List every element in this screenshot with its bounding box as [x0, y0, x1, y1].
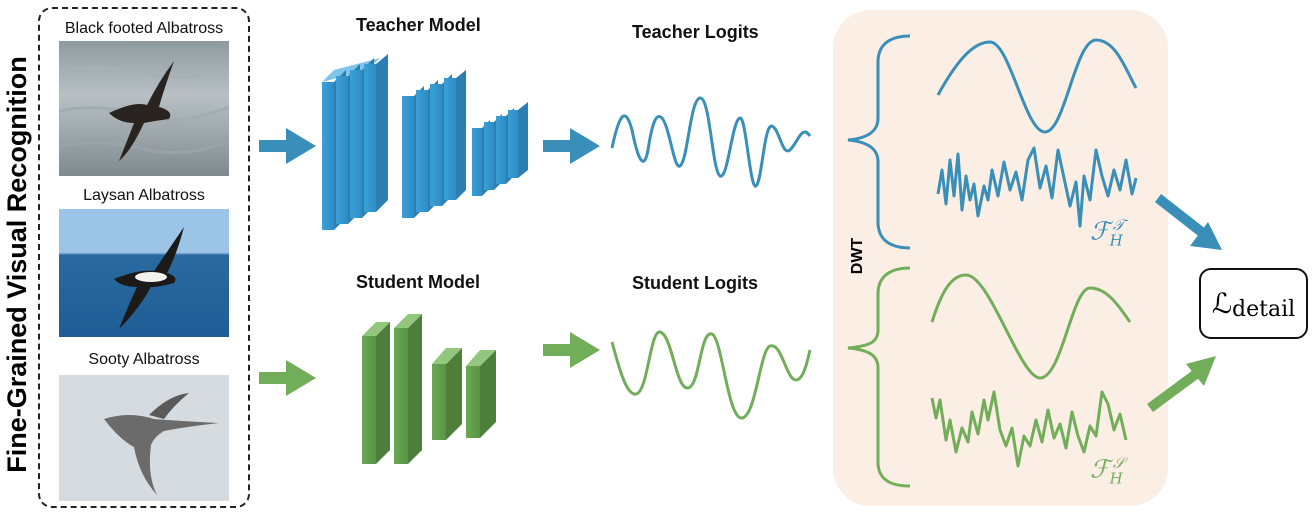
student-brace [847, 266, 911, 488]
teacher-block-1 [322, 54, 388, 230]
teacher-high-freq-label: ℱH𝒯 [1090, 216, 1134, 249]
bird-label-laysan: Laysan Albatross [83, 187, 205, 204]
laysan-albatross-image [59, 209, 229, 337]
black-footed-albatross-image [59, 41, 229, 176]
student-high-freq-wave [930, 390, 1128, 468]
bird-label-sooty: Sooty Albatross [88, 351, 200, 368]
student-fh-sub: H [1109, 469, 1123, 488]
teacher-fh-symbol: ℱ [1090, 216, 1110, 246]
input-images-box [38, 7, 250, 508]
teacher-model-label: Teacher Model [356, 15, 481, 35]
teacher-low-freq-wave [936, 38, 1138, 134]
student-to-loss-arrow [1147, 356, 1216, 413]
student-logits-label: Student Logits [632, 273, 758, 293]
teacher-input-arrow [259, 128, 316, 164]
student-input-arrow [259, 360, 316, 396]
teacher-logits-arrow [543, 128, 600, 164]
student-high-freq-label: ℱH𝒮 [1090, 454, 1134, 487]
student-model-layers [362, 314, 496, 464]
teacher-fh-sub: H [1109, 231, 1123, 250]
student-block-2 [432, 348, 496, 440]
teacher-logits-label: Teacher Logits [632, 22, 759, 42]
student-block-1 [362, 314, 422, 464]
sooty-albatross-image [59, 375, 229, 501]
teacher-logits-wave [610, 96, 812, 188]
loss-subscript: detail [1232, 297, 1296, 322]
teacher-fh-sup: 𝒯 [1112, 216, 1125, 234]
student-low-freq-wave [930, 273, 1132, 380]
teacher-block-3 [472, 102, 528, 196]
bird-label-black-footed: Black footed Albatross [64, 20, 224, 37]
teacher-block-2 [402, 70, 466, 218]
teacher-brace [847, 34, 911, 250]
student-fh-sup: 𝒮 [1112, 454, 1125, 472]
teacher-model-layers [322, 54, 528, 230]
teacher-to-loss-arrow [1154, 194, 1222, 250]
teacher-high-freq-wave [936, 146, 1138, 228]
student-logits-wave [610, 330, 812, 420]
loss-symbol: ℒ [1211, 287, 1233, 320]
student-fh-symbol: ℱ [1090, 454, 1110, 484]
student-model-label: Student Model [356, 272, 480, 292]
student-logits-arrow [543, 332, 600, 368]
